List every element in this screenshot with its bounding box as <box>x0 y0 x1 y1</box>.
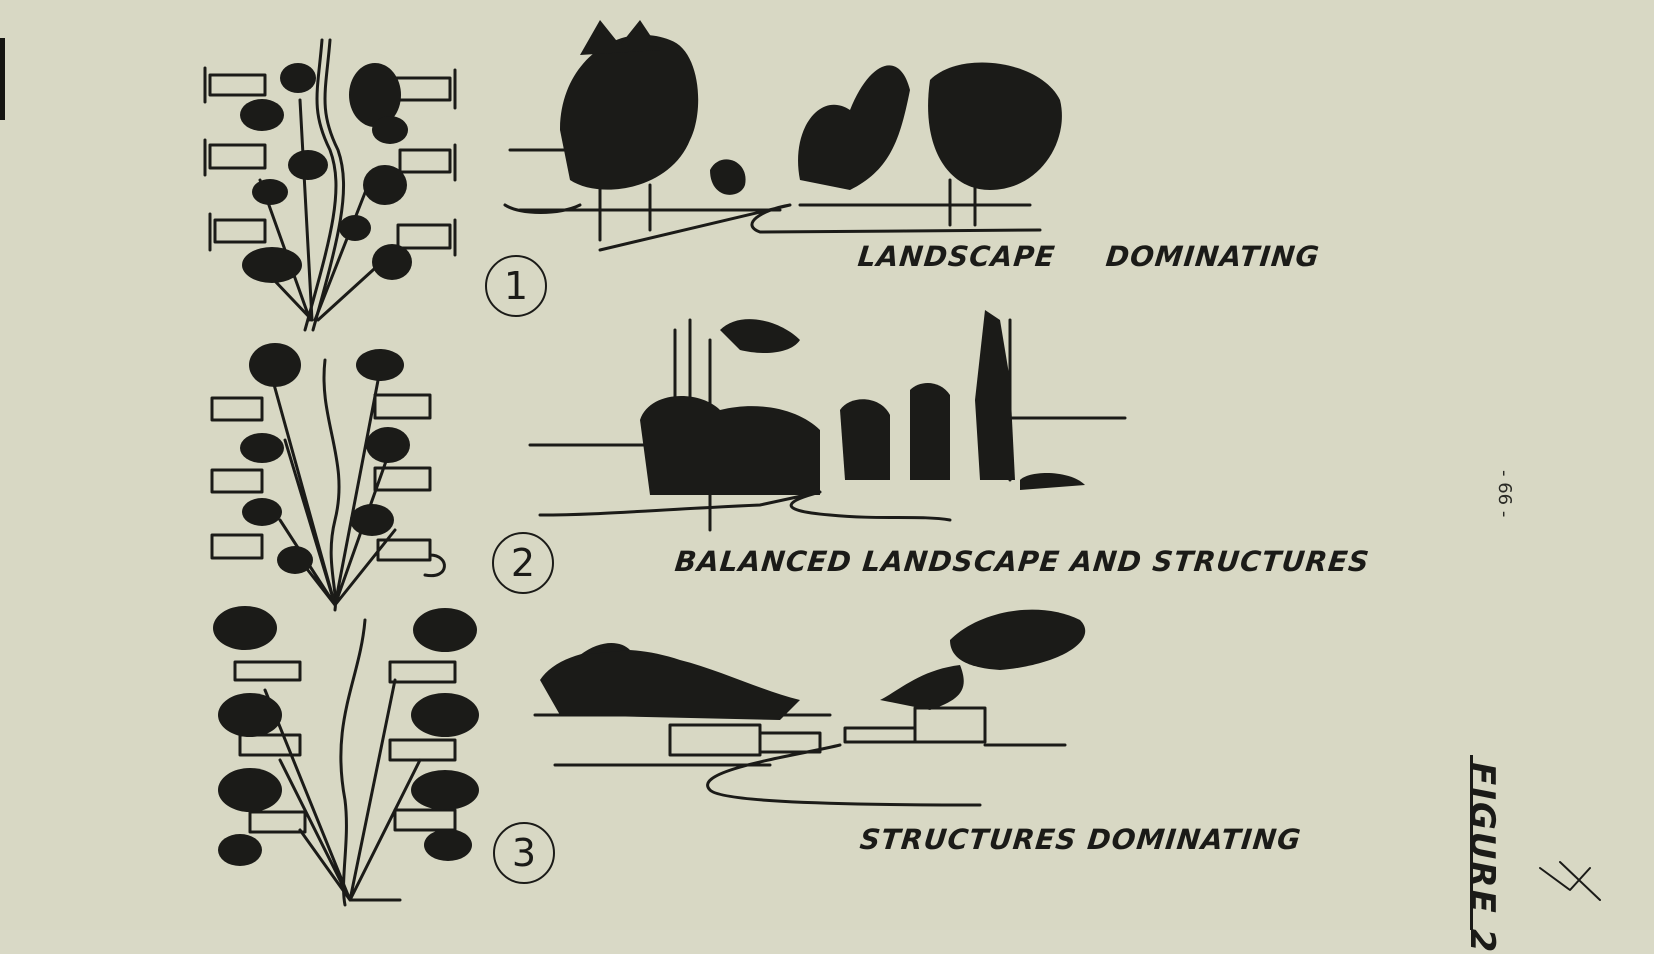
pencil-mark <box>1539 861 1601 901</box>
perspective-1 <box>503 148 1042 252</box>
marker-2: 2 <box>492 532 554 594</box>
plan-sketch-3 <box>233 618 457 907</box>
perspective-2-trees <box>640 310 1085 495</box>
binding-mark <box>0 38 5 120</box>
caption-structures-dominating: STRUCTURES DOMINATING <box>858 823 1303 856</box>
plan-sketch-1 <box>203 38 457 332</box>
sketch-artwork <box>203 20 1601 907</box>
caption-landscape-dominating: LANDSCAPE DOMINATING <box>856 240 1322 273</box>
perspective-3 <box>533 706 1067 807</box>
marker-3: 3 <box>493 822 555 884</box>
page-number: - 66 - <box>1494 470 1515 518</box>
caption-balanced: BALANCED LANDSCAPE AND STRUCTURES <box>673 545 1372 578</box>
figure-label-underline <box>1470 755 1473 930</box>
plan-sketch-1-trees <box>240 63 412 283</box>
perspective-2 <box>528 318 1127 532</box>
figure-label: FIGURE 2 <box>1462 762 1502 954</box>
plan-sketch-3-trees <box>213 606 479 866</box>
plan-sketch-2-trees <box>240 343 410 574</box>
perspective-1-trees <box>560 20 1062 195</box>
plan-sketch-2 <box>210 358 446 612</box>
marker-1: 1 <box>485 255 547 317</box>
figure-sheet: 1 2 3 LANDSCAPE DOMINATING BALANCED LAND… <box>0 20 1601 954</box>
perspective-3-trees <box>540 609 1086 720</box>
